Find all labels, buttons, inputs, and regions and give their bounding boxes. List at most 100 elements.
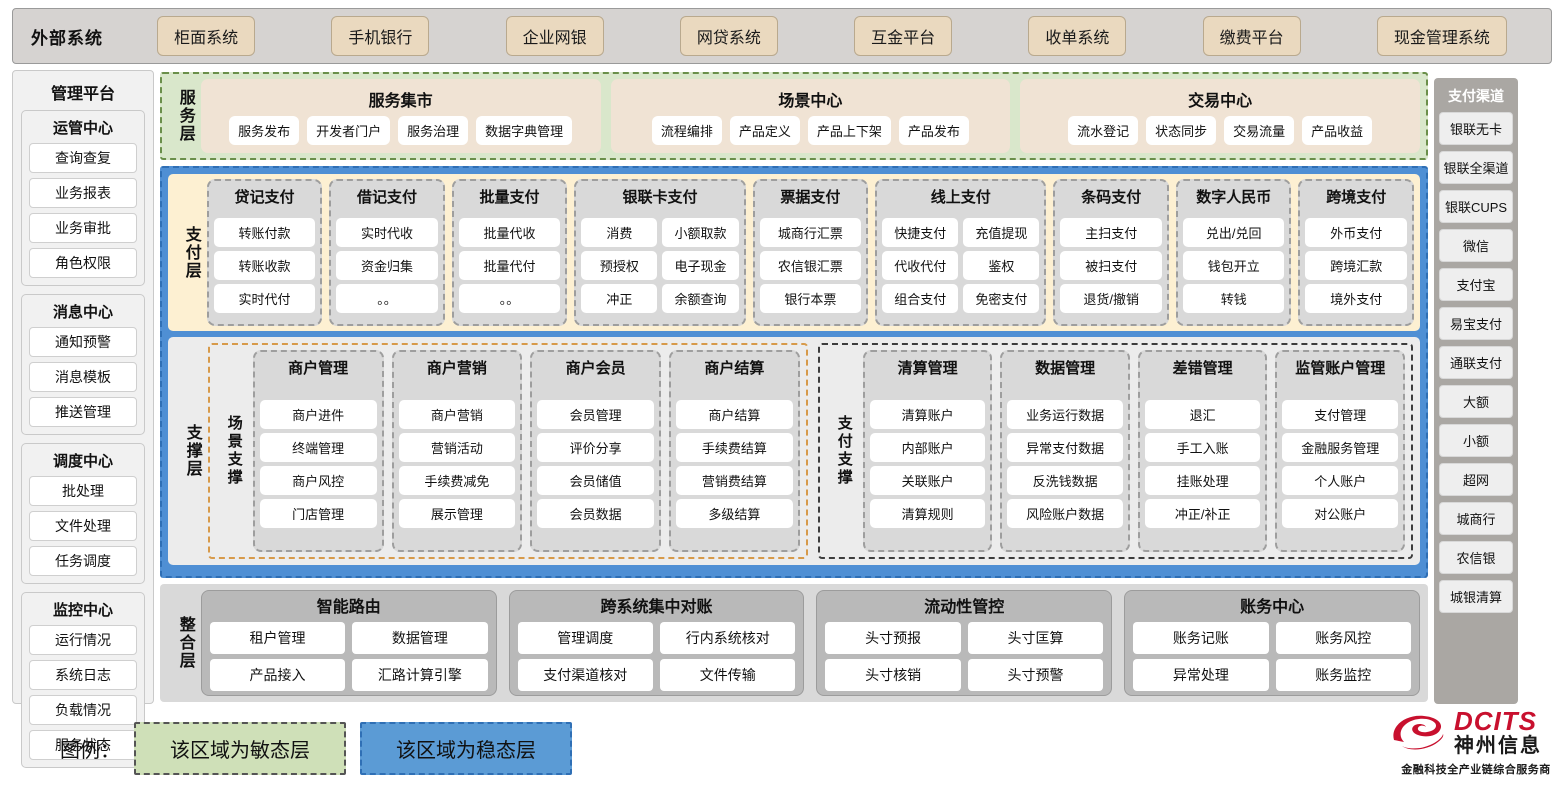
payment-item[interactable]: 批量代收 — [458, 217, 561, 247]
payment-item[interactable]: 退货/撤销 — [1060, 283, 1162, 313]
payment-item[interactable]: 银行本票 — [759, 283, 862, 313]
scene-item[interactable]: 会员储值 — [537, 465, 655, 495]
paysupport-item[interactable]: 手工入账 — [1144, 432, 1261, 462]
service-chip[interactable]: 开发者门户 — [307, 116, 391, 145]
payment-item[interactable]: 实时代付 — [213, 283, 316, 313]
payment-item[interactable]: 转账收款 — [213, 250, 316, 280]
external-system-chip[interactable]: 缴费平台 — [1202, 16, 1301, 56]
management-item[interactable]: 消息模板 — [29, 362, 137, 392]
paysupport-item[interactable]: 冲正/补正 — [1144, 498, 1261, 528]
scene-item[interactable]: 会员管理 — [537, 399, 655, 429]
payment-item[interactable]: 境外支付 — [1305, 283, 1407, 313]
payment-item[interactable]: 预授权 — [581, 250, 658, 280]
service-chip[interactable]: 服务发布 — [229, 116, 300, 145]
scene-item[interactable]: 商户风控 — [259, 465, 377, 495]
service-chip[interactable]: 产品发布 — [898, 116, 969, 145]
payment-item[interactable]: 转账付款 — [213, 217, 316, 247]
management-item[interactable]: 业务审批 — [29, 213, 137, 243]
management-item[interactable]: 查询查复 — [29, 143, 137, 173]
payment-item[interactable]: 小额取款 — [662, 217, 739, 247]
payment-item[interactable]: 农信银汇票 — [759, 250, 862, 280]
integration-item[interactable]: 汇路计算引擎 — [352, 659, 488, 691]
management-item[interactable]: 角色权限 — [29, 248, 137, 278]
integration-item[interactable]: 头寸预警 — [967, 659, 1104, 691]
external-system-chip[interactable]: 手机银行 — [331, 16, 430, 56]
payment-channel-item[interactable]: 微信 — [1439, 229, 1513, 262]
scene-item[interactable]: 多级结算 — [676, 498, 793, 528]
payment-item[interactable]: 消费 — [581, 217, 658, 247]
integration-item[interactable]: 头寸核销 — [825, 659, 961, 691]
integration-item[interactable]: 账务监控 — [1275, 659, 1411, 691]
integration-item[interactable]: 产品接入 — [209, 659, 346, 691]
payment-item[interactable]: 资金归集 — [336, 250, 438, 280]
payment-item[interactable]: 电子现金 — [662, 250, 739, 280]
external-system-chip[interactable]: 企业网银 — [505, 16, 604, 56]
management-item[interactable]: 推送管理 — [29, 397, 137, 427]
integration-item[interactable]: 支付渠道核对 — [517, 659, 653, 691]
integration-item[interactable]: 异常处理 — [1133, 659, 1269, 691]
payment-channel-item[interactable]: 城商行 — [1439, 502, 1513, 535]
payment-item[interactable]: 充值提现 — [963, 217, 1040, 247]
paysupport-item[interactable]: 对公账户 — [1282, 498, 1398, 528]
payment-item[interactable]: 余额查询 — [662, 283, 739, 313]
payment-channel-item[interactable]: 小额 — [1439, 424, 1513, 457]
payment-item[interactable]: 转钱 — [1182, 283, 1285, 313]
payment-channel-item[interactable]: 农信银 — [1439, 541, 1513, 574]
service-chip[interactable]: 产品定义 — [729, 116, 800, 145]
payment-channel-item[interactable]: 银联全渠道 — [1439, 151, 1513, 184]
management-item[interactable]: 通知预警 — [29, 327, 137, 357]
scene-item[interactable]: 终端管理 — [259, 432, 377, 462]
payment-item[interactable]: 被扫支付 — [1060, 250, 1162, 280]
payment-item[interactable]: 免密支付 — [963, 283, 1040, 313]
payment-item[interactable]: 鉴权 — [963, 250, 1040, 280]
integration-item[interactable]: 行内系统核对 — [660, 622, 796, 654]
payment-channel-item[interactable]: 支付宝 — [1439, 268, 1513, 301]
scene-item[interactable]: 商户结算 — [676, 399, 793, 429]
integration-item[interactable]: 头寸预报 — [825, 622, 961, 654]
payment-item[interactable]: 城商行汇票 — [759, 217, 862, 247]
paysupport-item[interactable]: 内部账户 — [869, 432, 986, 462]
payment-item[interactable]: 兑出/兑回 — [1182, 217, 1285, 247]
payment-item[interactable]: 跨境汇款 — [1305, 250, 1407, 280]
management-item[interactable]: 文件处理 — [29, 511, 137, 541]
paysupport-item[interactable]: 异常支付数据 — [1007, 432, 1123, 462]
service-chip[interactable]: 服务治理 — [398, 116, 469, 145]
payment-item[interactable]: 主扫支付 — [1060, 217, 1162, 247]
scene-item[interactable]: 营销费结算 — [676, 465, 793, 495]
payment-channel-item[interactable]: 城银清算 — [1439, 580, 1513, 613]
scene-item[interactable]: 商户进件 — [259, 399, 377, 429]
paysupport-item[interactable]: 业务运行数据 — [1007, 399, 1123, 429]
scene-item[interactable]: 营销活动 — [398, 432, 516, 462]
service-chip[interactable]: 产品收益 — [1302, 116, 1373, 145]
paysupport-item[interactable]: 反洗钱数据 — [1007, 465, 1123, 495]
payment-item[interactable]: 实时代收 — [336, 217, 438, 247]
paysupport-item[interactable]: 退汇 — [1144, 399, 1261, 429]
management-item[interactable]: 系统日志 — [29, 660, 137, 690]
integration-item[interactable]: 账务风控 — [1275, 622, 1411, 654]
external-system-chip[interactable]: 柜面系统 — [157, 16, 256, 56]
external-system-chip[interactable]: 收单系统 — [1028, 16, 1127, 56]
scene-item[interactable]: 商户营销 — [398, 399, 516, 429]
integration-item[interactable]: 管理调度 — [517, 622, 653, 654]
external-system-chip[interactable]: 互金平台 — [854, 16, 953, 56]
payment-item[interactable]: 外币支付 — [1305, 217, 1407, 247]
payment-item[interactable]: 组合支付 — [882, 283, 959, 313]
service-chip[interactable]: 状态同步 — [1146, 116, 1217, 145]
payment-item[interactable]: 批量代付 — [458, 250, 561, 280]
payment-item[interactable]: 快捷支付 — [882, 217, 959, 247]
payment-channel-item[interactable]: 易宝支付 — [1439, 307, 1513, 340]
paysupport-item[interactable]: 关联账户 — [869, 465, 986, 495]
scene-item[interactable]: 展示管理 — [398, 498, 516, 528]
management-item[interactable]: 运行情况 — [29, 625, 137, 655]
scene-item[interactable]: 手续费减免 — [398, 465, 516, 495]
integration-item[interactable]: 文件传输 — [660, 659, 796, 691]
paysupport-item[interactable]: 挂账处理 — [1144, 465, 1261, 495]
payment-item[interactable]: 冲正 — [581, 283, 658, 313]
management-item[interactable]: 业务报表 — [29, 178, 137, 208]
paysupport-item[interactable]: 金融服务管理 — [1282, 432, 1398, 462]
paysupport-item[interactable]: 风险账户数据 — [1007, 498, 1123, 528]
service-chip[interactable]: 数据字典管理 — [476, 116, 573, 145]
payment-item[interactable]: 。。 — [458, 283, 561, 313]
integration-item[interactable]: 头寸匡算 — [967, 622, 1104, 654]
payment-channel-item[interactable]: 银联无卡 — [1439, 112, 1513, 145]
